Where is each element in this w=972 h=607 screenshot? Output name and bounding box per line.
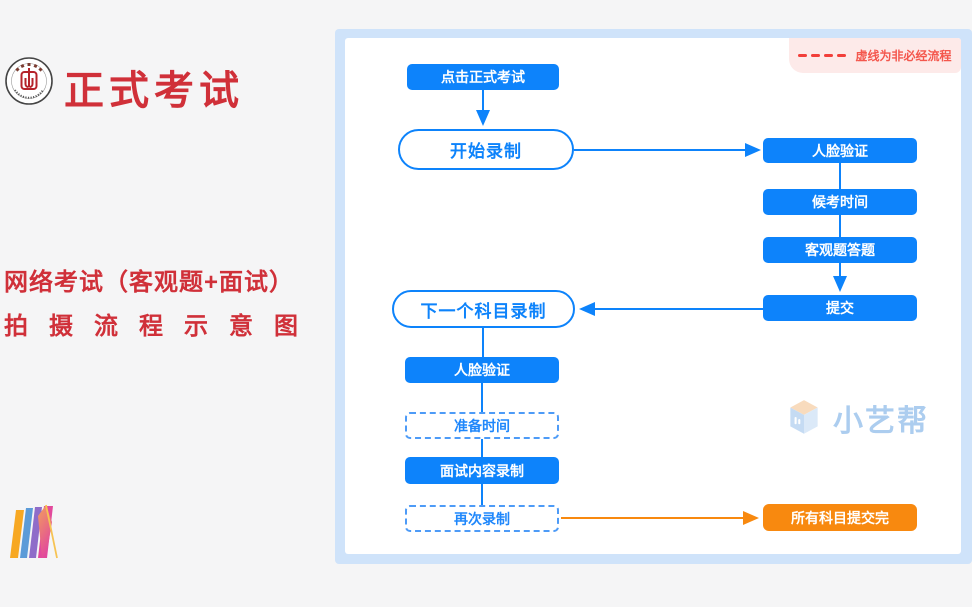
flow-node-next-subject: 下一个科目录制 (392, 290, 575, 328)
flow-node-prepare-time: 准备时间 (405, 412, 559, 439)
flow-node-all-submitted: 所有科目提交完 (763, 504, 917, 531)
flow-node-click-exam: 点击正式考试 (407, 64, 559, 90)
caption-line-2: 拍摄流程示意图 (4, 313, 319, 340)
flow-connectors (476, 90, 847, 525)
flow-node-interview-record: 面试内容录制 (405, 457, 559, 484)
flowchart-panel: 虚线为非必经流程 小艺帮 点击正式考试 开始录制 人脸验证 候考时间 客观题答题… (345, 38, 961, 554)
flow-node-face-verify-mid: 人脸验证 (405, 357, 559, 383)
caption-line-1: 网络考试（客观题+面试） (4, 269, 295, 296)
flow-node-record-again: 再次录制 (405, 505, 559, 532)
dashed-line-icon (798, 54, 847, 57)
page-title: 正式考试 (64, 69, 244, 113)
legend-badge: 虚线为非必经流程 (789, 38, 961, 73)
university-seal-icon (5, 57, 53, 105)
flow-node-waiting-time: 候考时间 (763, 189, 917, 215)
flow-node-face-verify-right: 人脸验证 (763, 138, 917, 163)
flow-node-objective-answer: 客观题答题 (763, 237, 917, 263)
flow-node-submit: 提交 (763, 295, 917, 321)
colorful-books-logo-icon (10, 504, 58, 559)
caption-block: 网络考试（客观题+面试） 拍摄流程示意图 (4, 262, 320, 341)
xiaoyibang-cube-icon (790, 400, 818, 434)
watermark: 小艺帮 (783, 396, 929, 440)
watermark-label: 小艺帮 (833, 405, 929, 438)
flow-node-start-record: 开始录制 (398, 129, 574, 170)
legend-label: 虚线为非必经流程 (855, 49, 952, 63)
